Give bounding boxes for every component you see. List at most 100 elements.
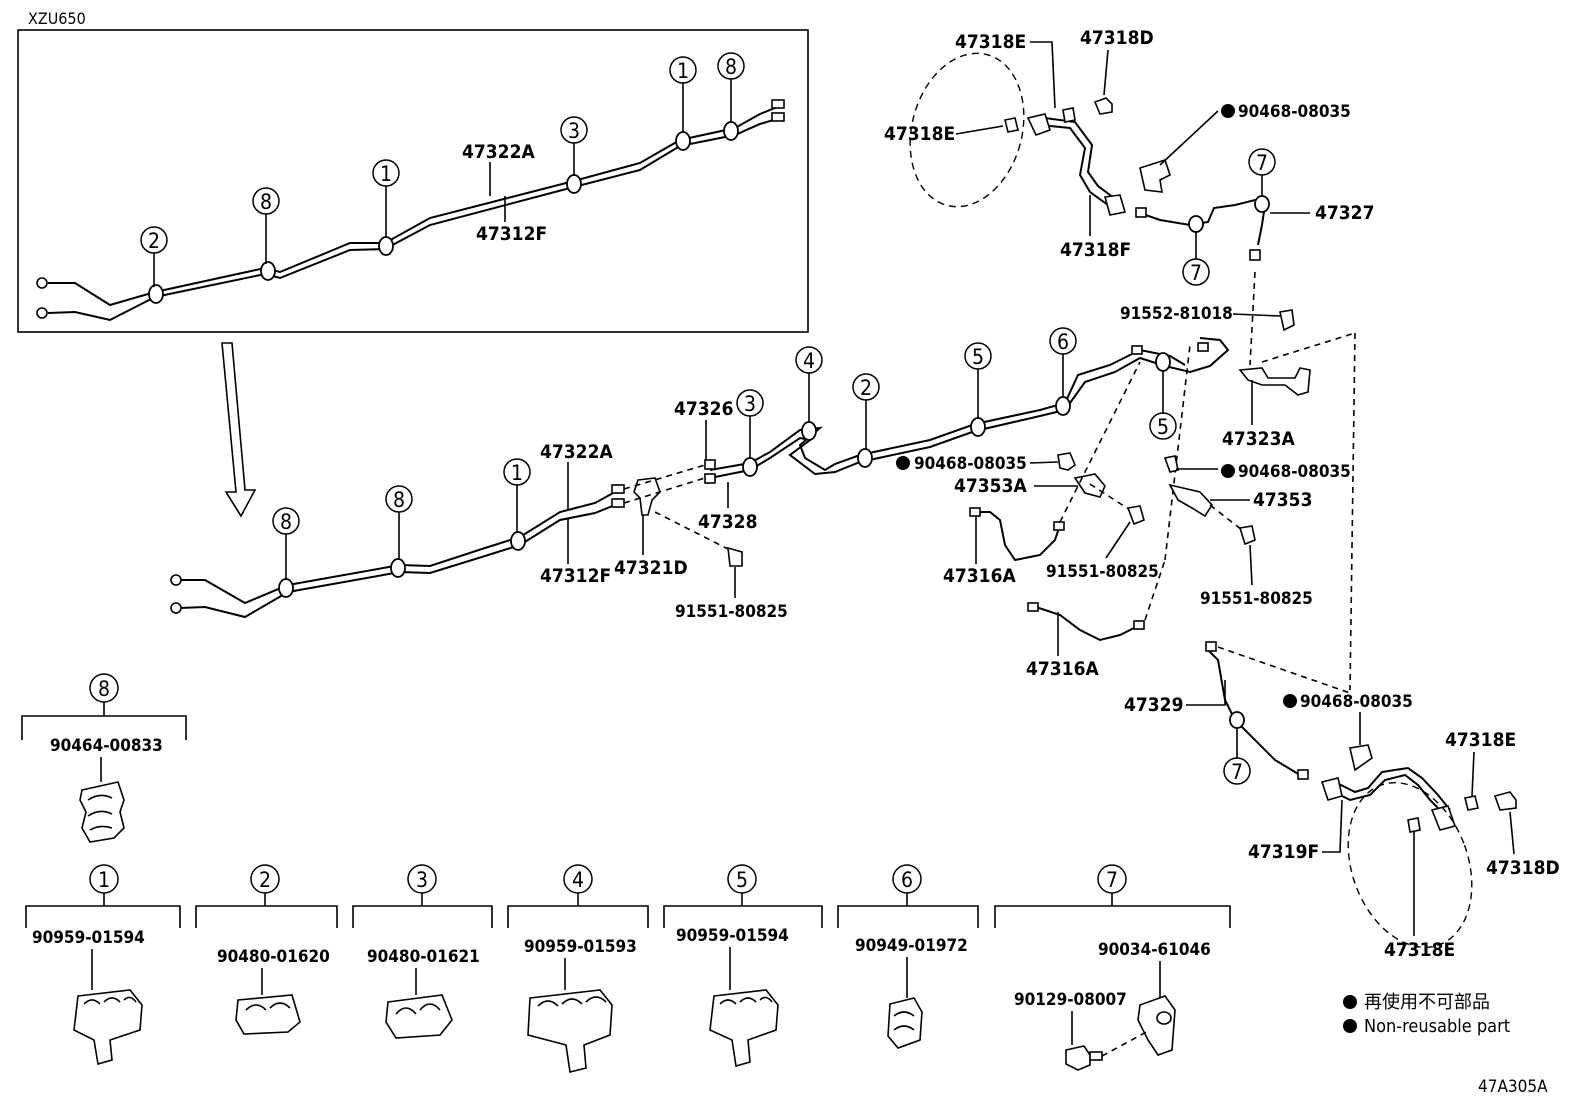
label-47316A-1: 47316A (943, 565, 1016, 587)
inset-callout-8b: 8 (717, 52, 745, 123)
label-47318E-low-2: 47318E (1384, 939, 1455, 961)
clamp-part-number: 90959-01594 (676, 926, 789, 946)
label-47318D-top: 47318D (1080, 27, 1154, 49)
label-47328: 47328 (698, 511, 757, 533)
center-brackets (969, 344, 1256, 642)
top-callout-7b: 7 (1182, 232, 1210, 286)
clamp-detail-8: 8 90464-00833 (21, 673, 187, 843)
label-47353A: 47353A (954, 475, 1027, 497)
label-91551-80825-mid: 91551-80825 (1046, 562, 1159, 582)
label-91551-80825-left: 91551-80825 (675, 602, 788, 622)
callout-number: 7 (1256, 151, 1268, 175)
main-callout-8a: 8 (272, 507, 300, 580)
callout-number: 2 (148, 229, 160, 253)
clamp-detail-3: 3 90480-01621 (352, 864, 493, 1039)
direction-arrow (221, 342, 257, 518)
legend-bullet (1343, 1019, 1357, 1033)
legend-en: Non-reusable part (1364, 1016, 1510, 1037)
inset-label-47312F: 47312F (476, 223, 547, 245)
clamp-detail-7: 7 90034-61046 90129-08007 (994, 864, 1231, 1071)
label-47318D-low: 47318D (1486, 857, 1560, 879)
inset-callout-8: 8 (252, 187, 280, 264)
legend-jp: 再使用不可部品 (1364, 992, 1490, 1013)
clamp-detail-4: 4 90959-01593 (507, 864, 649, 1073)
clamp-part-number: 90464-00833 (50, 736, 163, 756)
label-90468-08035-low: 90468-08035 (1300, 692, 1413, 712)
callout-number: 7 (1106, 868, 1118, 892)
non-reusable-marker (1221, 104, 1235, 118)
callout-number: 2 (259, 868, 271, 892)
main-callout-6: 6 (1049, 327, 1077, 398)
label-47327: 47327 (1315, 202, 1374, 224)
label-47312F: 47312F (540, 565, 611, 587)
callout-number: 1 (380, 162, 392, 186)
callout-number: 8 (98, 677, 110, 701)
figure-id: 47A305A (1478, 1077, 1548, 1097)
callout-number: 4 (803, 349, 815, 373)
callout-number: 8 (725, 55, 737, 79)
callout-number: 7 (1231, 760, 1243, 784)
label-90468-08035-a: 90468-08035 (914, 454, 1027, 474)
callout-number: 5 (736, 868, 748, 892)
main-callout-4: 4 (795, 346, 823, 423)
callout-number: 6 (901, 868, 913, 892)
callout-number: 3 (744, 392, 756, 416)
callout-number: 5 (972, 345, 984, 369)
label-47316A-2: 47316A (1026, 658, 1099, 680)
callout-number: 1 (511, 461, 523, 485)
non-reusable-marker (1283, 694, 1297, 708)
inset-callout-3: 3 (560, 116, 588, 176)
callout-number: 3 (568, 119, 580, 143)
label-47326: 47326 (674, 398, 733, 420)
label-47318E-top-2: 47318E (884, 123, 955, 145)
model-label: XZU650 (28, 9, 86, 28)
callout-number: 1 (98, 868, 110, 892)
label-47318E-low-1: 47318E (1445, 729, 1516, 751)
main-callout-5b: 5 (1149, 371, 1177, 440)
callout-number: 1 (677, 59, 689, 83)
clamp-part-number: 90480-01621 (367, 947, 480, 967)
callout-number: 8 (260, 190, 272, 214)
main-callout-2: 2 (852, 373, 880, 450)
label-47353: 47353 (1253, 489, 1312, 511)
clamp-detail-1: 1 90959-01594 (25, 864, 181, 1066)
legend: 再使用不可部品 Non-reusable part (1343, 992, 1510, 1037)
label-47319F: 47319F (1248, 841, 1319, 863)
main-callout-5a: 5 (964, 342, 992, 419)
label-90468-08035-top: 90468-08035 (1238, 102, 1351, 122)
label-90468-08035-b: 90468-08035 (1238, 462, 1351, 482)
label-47321D: 47321D (614, 557, 688, 579)
inset-callout-2: 2 (140, 226, 168, 287)
lower-right-assembly (1205, 641, 1517, 949)
clamp-part-number: 90949-01972 (855, 936, 968, 956)
legend-bullet (1343, 995, 1357, 1009)
main-callout-8b: 8 (385, 485, 413, 560)
label-47318F-top: 47318F (1060, 239, 1131, 261)
clamp-detail-5: 5 90959-01594 (663, 864, 823, 1068)
callout-number: 7 (1190, 261, 1202, 285)
callout-number: 5 (1157, 415, 1169, 439)
inset-tube-assembly (36, 99, 785, 322)
callout-number: 2 (860, 376, 872, 400)
clamp-detail-6: 6 90949-01972 (837, 864, 979, 1049)
clamp-part-number: 90480-01620 (217, 947, 330, 967)
clamp-part-number: 90034-61046 (1098, 940, 1211, 960)
label-47323A: 47323A (1222, 428, 1295, 450)
label-91552-81018: 91552-81018 (1120, 304, 1233, 324)
top-right-assembly (909, 52, 1270, 261)
clamp-detail-2: 2 90480-01620 (195, 864, 338, 1035)
non-reusable-marker (896, 456, 910, 470)
main-callout-3: 3 (736, 389, 764, 459)
bracket-47323A (1238, 271, 1356, 691)
non-reusable-marker (1221, 464, 1235, 478)
low-callout-7: 7 (1223, 728, 1251, 785)
top-callout-7a: 7 (1248, 148, 1276, 196)
label-91551-80825-right: 91551-80825 (1200, 589, 1313, 609)
inset-label-47322A: 47322A (462, 141, 535, 163)
label-47322A: 47322A (540, 441, 613, 463)
label-47329: 47329 (1124, 694, 1183, 716)
clamp-part-number: 90959-01593 (524, 937, 637, 957)
callout-number: 6 (1057, 330, 1069, 354)
inset-callout-1: 1 (372, 159, 400, 238)
